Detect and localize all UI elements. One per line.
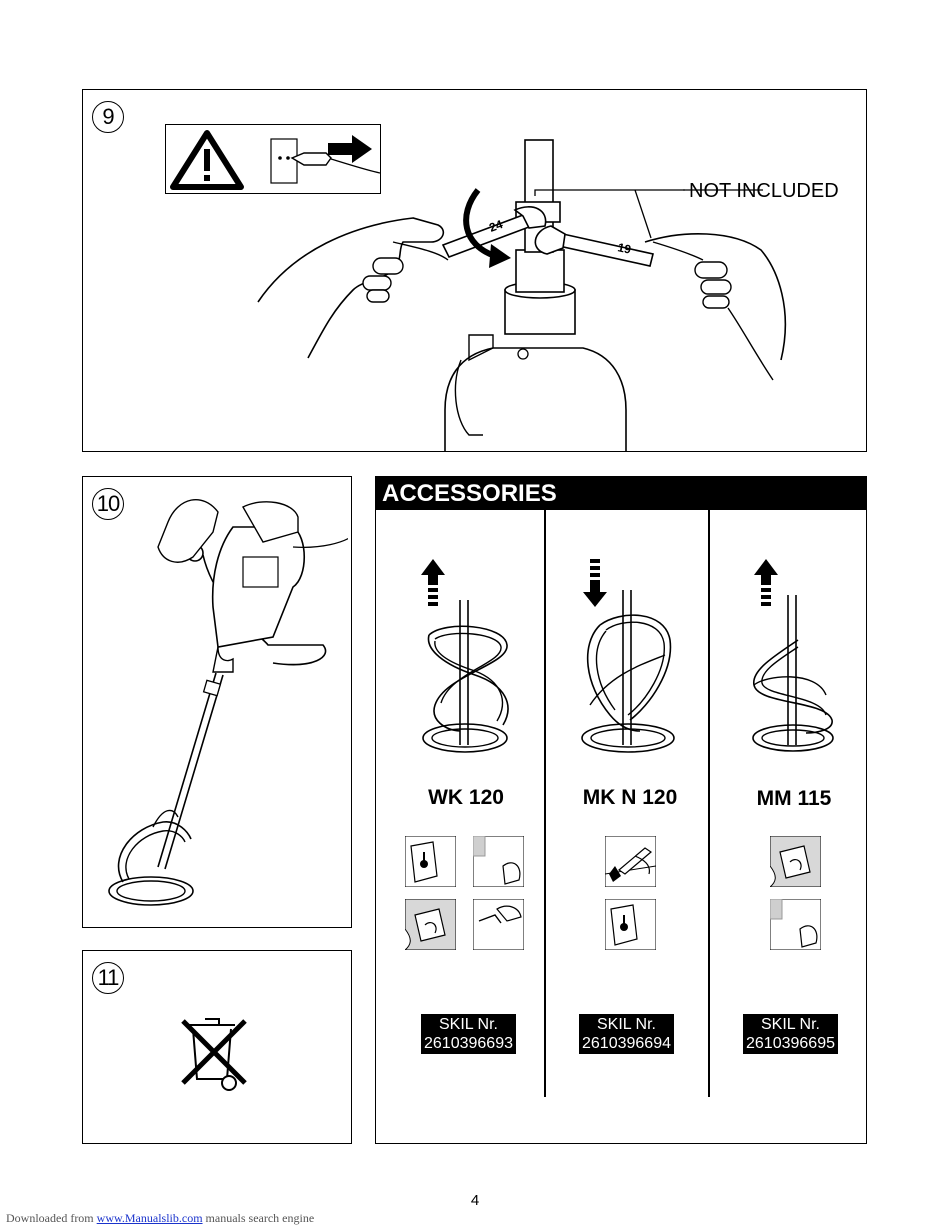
- footer-tagline: manuals search engine: [205, 1211, 315, 1225]
- unplug-warning-box: [165, 124, 381, 194]
- skil-label: SKIL Nr.: [761, 1016, 820, 1033]
- brush-paint-icon: [605, 836, 656, 887]
- download-footer: Downloaded from www.Manualslib.com manua…: [6, 1211, 314, 1226]
- tile-wall-icon: [473, 836, 524, 887]
- skil-label: SKIL Nr.: [597, 1016, 656, 1033]
- column-divider: [544, 510, 546, 1097]
- model-name-mm115: MM 115: [756, 787, 832, 810]
- mixer-operation-illustration: [108, 499, 348, 906]
- model-name-wk120: WK 120: [428, 786, 504, 809]
- skil-number-badge: SKIL Nr. 2610396693: [421, 1014, 516, 1054]
- trowel-wall-icon-2: [605, 899, 656, 950]
- float-smoothing-icon: [405, 899, 456, 950]
- manualslib-link[interactable]: www.Manualslib.com: [96, 1211, 203, 1225]
- mkn120-paddle-illustration: [581, 559, 675, 753]
- step-11-panel: 11: [82, 950, 352, 1144]
- downloaded-from-text: Downloaded from: [6, 1211, 94, 1225]
- bricklaying-icon: [473, 899, 524, 950]
- wrench-24-label: 24: [487, 217, 505, 235]
- weee-crossed-bin-icon: [181, 1018, 247, 1091]
- page-number: 4: [470, 1192, 480, 1209]
- step-number-11: 11: [92, 962, 124, 994]
- wrench-19-label: 19: [616, 240, 632, 257]
- trowel-wall-icon: [405, 836, 456, 887]
- skil-number: 2610396694: [582, 1035, 671, 1052]
- tile-wall-icon-2: [770, 899, 821, 950]
- model-name-mkn120: MK N 120: [582, 786, 678, 809]
- wrench-removal-illustration: 24 19: [257, 139, 787, 452]
- skil-number-badge: SKIL Nr. 2610396694: [579, 1014, 674, 1054]
- float-smoothing-icon-2: [770, 836, 821, 887]
- step-number-9: 9: [92, 101, 124, 133]
- not-included-label: NOT INCLUDED: [689, 180, 839, 202]
- step-10-panel: 10: [82, 476, 352, 928]
- step-9-panel: 9 NOT INCLUDED: [82, 89, 867, 452]
- skil-number-badge: SKIL Nr. 2610396695: [743, 1014, 838, 1054]
- skil-number: 2610396693: [424, 1035, 513, 1052]
- skil-number: 2610396695: [746, 1035, 835, 1052]
- warning-triangle-icon: [170, 130, 380, 190]
- step-number-10: 10: [92, 488, 124, 520]
- wk120-paddle-illustration: [421, 559, 509, 753]
- skil-label: SKIL Nr.: [439, 1016, 498, 1033]
- mm115-paddle-illustration: [752, 559, 834, 752]
- accessories-title: ACCESSORIES: [376, 477, 866, 510]
- column-divider: [708, 510, 710, 1097]
